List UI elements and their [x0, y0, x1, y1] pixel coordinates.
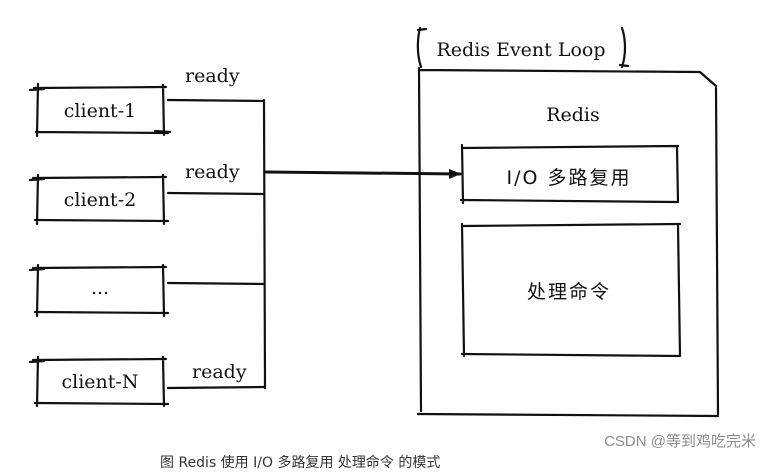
- event-loop-title-box: Redis Event Loop: [416, 26, 630, 69]
- redis-event-loop-diagram: client-1 ready client-2 ready ... client…: [28, 26, 720, 418]
- client-n-label: client-N: [62, 371, 139, 393]
- io-multiplexing-label: I/O 多路复用: [507, 167, 632, 189]
- figure-caption: 图 Redis 使用 I/O 多路复用 处理命令 的模式: [160, 455, 441, 471]
- client-2-ready-label: ready: [185, 161, 240, 183]
- client-1-label: client-1: [64, 100, 136, 122]
- client-2-label: client-2: [64, 189, 136, 211]
- command-processing-label: 处理命令: [527, 281, 611, 303]
- client-ellipsis-label: ...: [91, 277, 109, 299]
- watermark: CSDN @等到鸡吃完米: [604, 433, 756, 450]
- command-processing-box: 处理命令: [460, 222, 682, 358]
- redis-container: Redis: [416, 66, 720, 418]
- redis-server-label: Redis: [546, 104, 600, 126]
- client-connector-lines: [166, 98, 267, 390]
- client-1-box: client-1: [28, 82, 172, 138]
- client-1-ready-label: ready: [185, 65, 240, 87]
- client-n-box: client-N: [28, 355, 170, 408]
- event-loop-title: Redis Event Loop: [437, 39, 606, 61]
- client-n-ready-label: ready: [192, 361, 247, 383]
- ready-event-arrow: [264, 168, 462, 179]
- client-ellipsis-box: ...: [28, 263, 170, 318]
- io-multiplexing-box: I/O 多路复用: [459, 143, 680, 205]
- client-2-box: client-2: [28, 173, 170, 226]
